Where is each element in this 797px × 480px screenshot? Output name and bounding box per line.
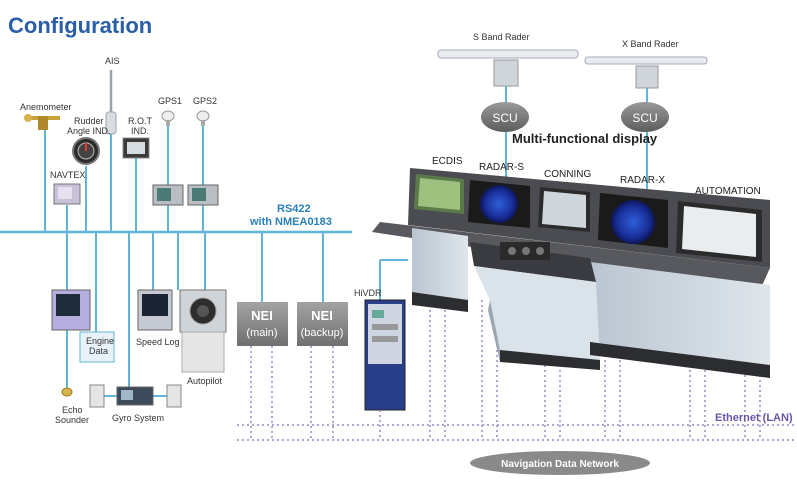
navtex-receiver-icon: [53, 183, 81, 205]
automation-label: AUTOMATION: [695, 186, 761, 197]
gyro-system-label: Gyro System: [112, 413, 164, 423]
navigation-data-network-ellipse: [470, 451, 650, 475]
echo-sounder-display-icon: [51, 289, 91, 331]
speed-log-unit-icon: [137, 289, 173, 331]
svg-text:(backup): (backup): [301, 327, 344, 339]
x-band-radar-label: X Band Rader: [622, 39, 679, 49]
automation-screen-icon: [676, 201, 762, 262]
s-band-radar-antenna-icon: [437, 49, 579, 87]
gyro-compass-icon: [116, 386, 154, 406]
gps1-label: GPS1: [158, 96, 182, 106]
multi-functional-display-label: Multi-functional display: [512, 131, 658, 146]
speed-log-label: Speed Log: [136, 337, 180, 347]
x-band-radar-antenna-icon: [584, 56, 708, 89]
ais-label: AIS: [105, 56, 120, 66]
page-title: Configuration: [8, 13, 152, 38]
bridge-console: [372, 168, 770, 378]
radar-x-screen-icon: [598, 193, 668, 248]
gyro-repeater-right-icon: [166, 384, 182, 408]
svg-text:SCU: SCU: [492, 111, 517, 125]
scu-x-band-box: SCU: [621, 102, 669, 132]
navtex-label: NAVTEX: [50, 170, 85, 180]
sensor-connectors: [44, 125, 204, 232]
ais-antenna-icon: [105, 70, 117, 135]
gps1-antenna-icon: [161, 110, 175, 126]
anemometer-icon: [24, 114, 60, 130]
conning-screen-icon: [538, 187, 590, 232]
gps2-antenna-icon: [196, 110, 210, 126]
nei-main-box: NEI (main): [237, 302, 288, 346]
gyro-repeater-left-icon: [89, 384, 105, 408]
gps1-receiver-icon: [152, 184, 184, 206]
radar-x-label: RADAR-X: [620, 175, 665, 186]
svg-text:SCU: SCU: [632, 111, 657, 125]
svg-text:NEI: NEI: [251, 308, 273, 323]
nei-backup-box: NEI (backup): [297, 302, 348, 346]
autopilot-unit-icon: [179, 289, 227, 373]
rudder-angle-indicator-icon: [72, 137, 100, 165]
svg-text:NEI: NEI: [311, 308, 333, 323]
gps2-receiver-icon: [187, 184, 219, 206]
hivdr-label: HiVDR: [354, 288, 382, 298]
lower-connectors: [66, 232, 408, 397]
radar-s-label: RADAR-S: [479, 162, 524, 173]
s-band-radar-label: S Band Rader: [473, 32, 530, 42]
navigation-data-network-label: Navigation Data Network: [501, 459, 619, 470]
gps2-label: GPS2: [193, 96, 217, 106]
echo-sounder-transducer-icon: [61, 387, 73, 397]
scu-s-band-box: SCU: [481, 102, 529, 132]
conning-label: CONNING: [544, 169, 591, 180]
autopilot-label: Autopilot: [187, 376, 223, 386]
ecdis-label: ECDIS: [432, 156, 463, 167]
radar-s-screen-icon: [468, 180, 530, 228]
hivdr-cabinet-icon: [364, 299, 406, 411]
rot-indicator-icon: [122, 137, 150, 159]
svg-text:(main): (main): [246, 327, 277, 339]
ethernet-label: Ethernet (LAN): [715, 412, 793, 424]
anemometer-label: Anemometer: [20, 102, 72, 112]
ecdis-screen-icon: [414, 174, 464, 214]
